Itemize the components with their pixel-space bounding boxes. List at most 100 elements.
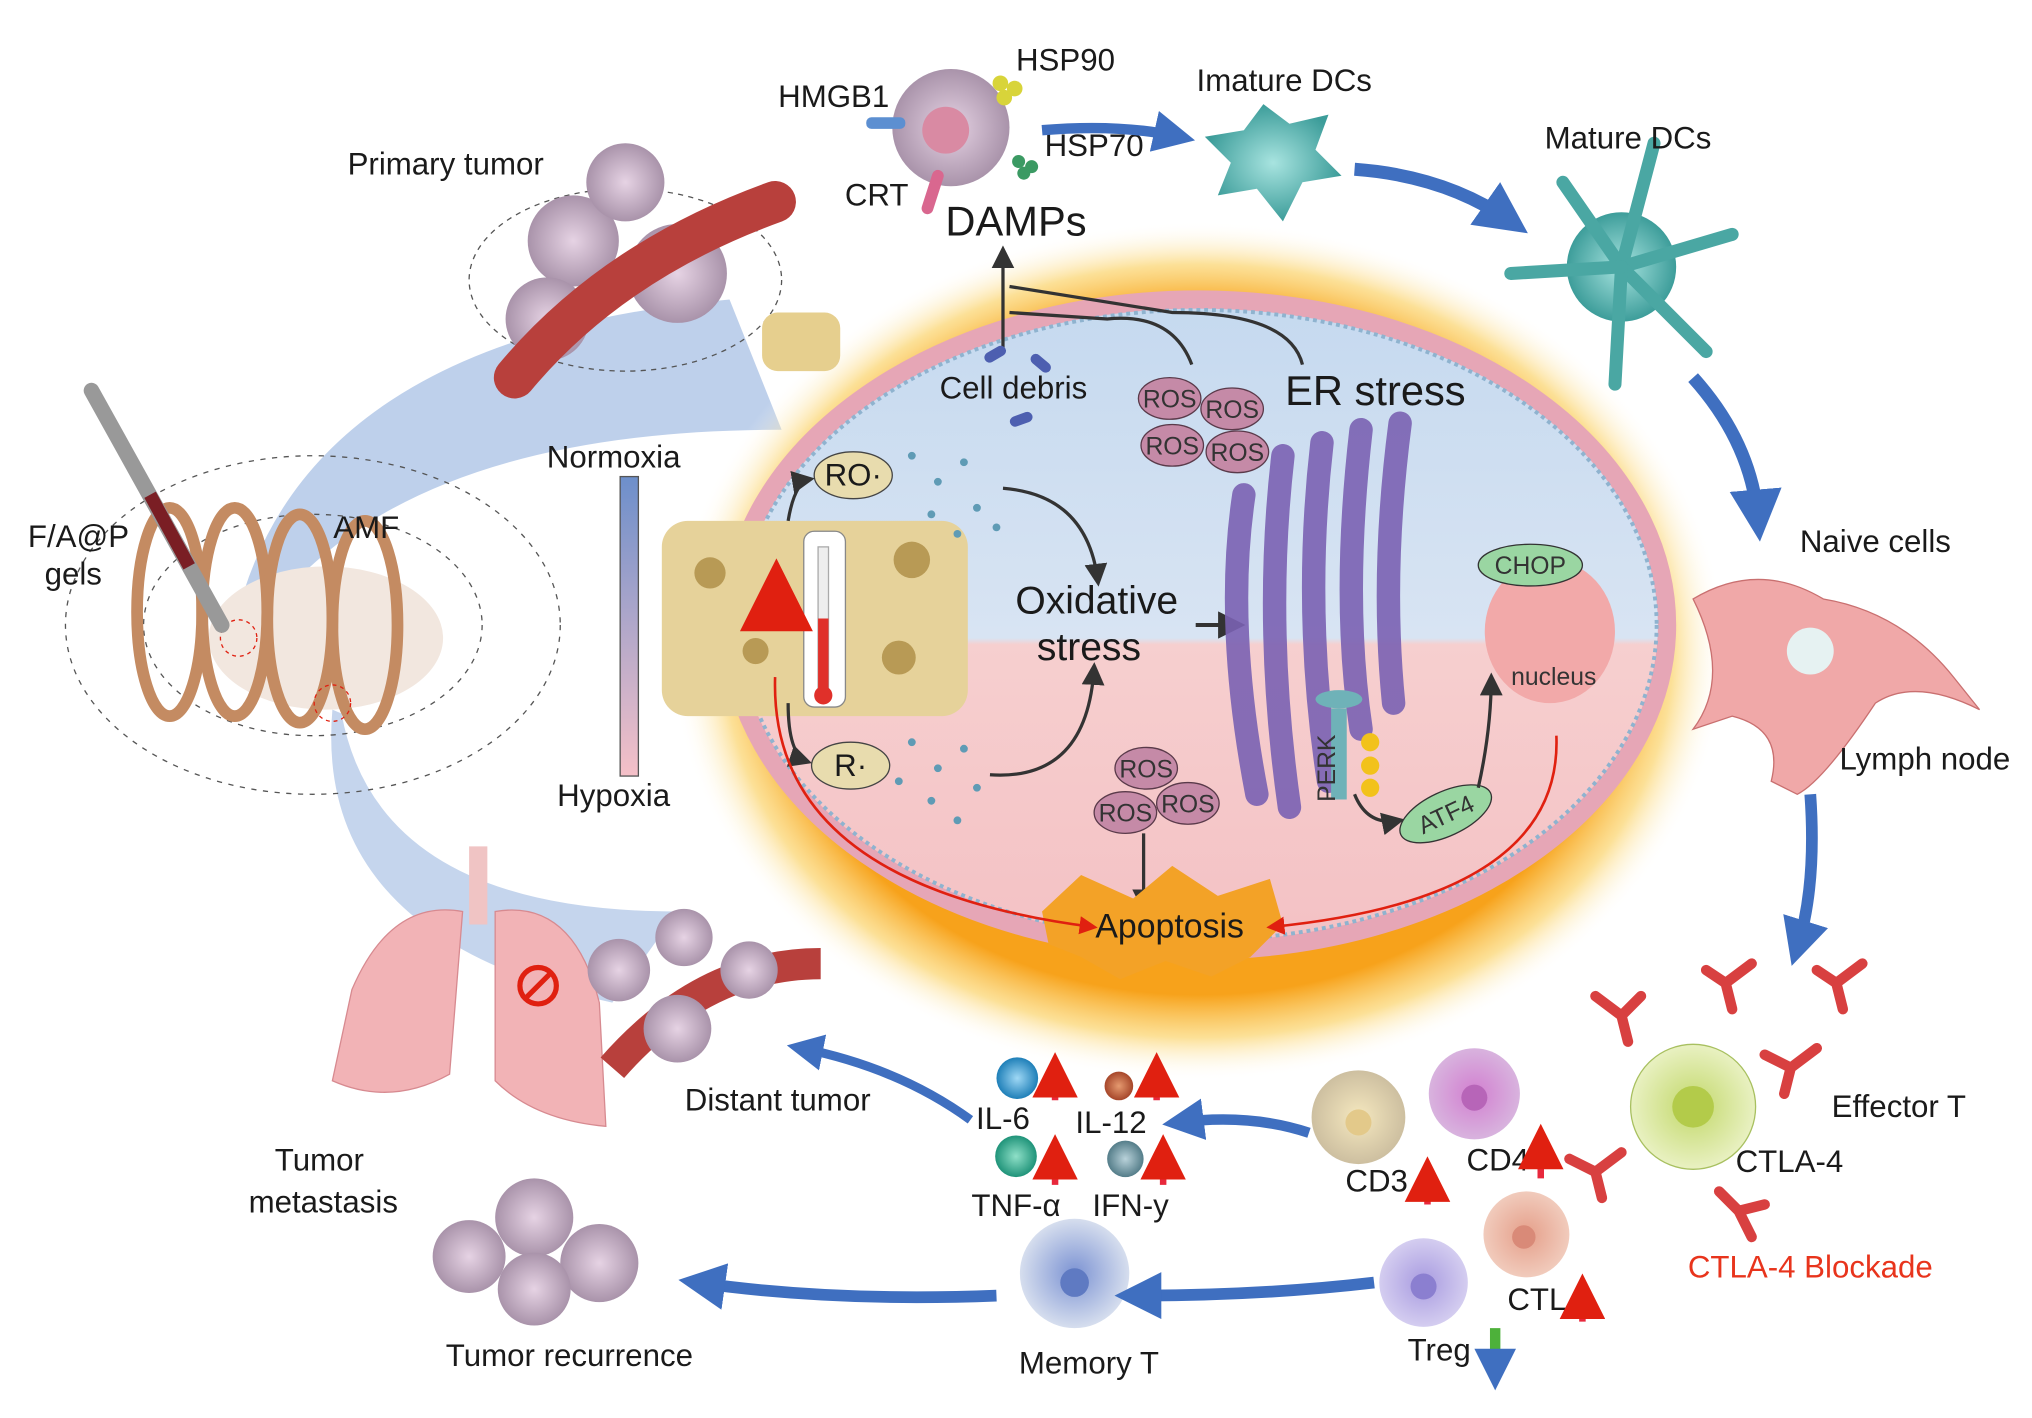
dc-arrow-1 — [1041, 110, 1196, 152]
memory-to-recurrence-arrow — [678, 1263, 997, 1310]
mature-dcs-label: Mature DCs — [1545, 120, 1712, 155]
thermometer-icon — [803, 530, 847, 708]
tnfa-sphere — [995, 1135, 1037, 1178]
ctla4-blockade-label: CTLA-4 Blockade — [1688, 1249, 1933, 1284]
apoptosis-burst — [1042, 865, 1283, 980]
ros-label: ROS — [1145, 433, 1199, 460]
cd3-label: CD3 — [1345, 1163, 1408, 1198]
cd4-cell — [1428, 1048, 1520, 1140]
ros-label: ROS — [1205, 397, 1259, 424]
ros-label: ROS — [1211, 440, 1265, 467]
atf4-badge — [1399, 784, 1493, 844]
treg-label: Treg — [1408, 1333, 1471, 1368]
gels-label: gels — [45, 557, 102, 592]
ctl-cell — [1483, 1191, 1570, 1278]
normoxia-label: Normoxia — [547, 439, 681, 474]
stress-label: stress — [1037, 626, 1141, 669]
tcells-to-cytokines-arrow — [1162, 1098, 1311, 1140]
ros-cluster-bottom: ROS ROS ROS — [1093, 746, 1220, 835]
ctla4-label: CTLA-4 — [1736, 1144, 1844, 1179]
ros-label: ROS — [1161, 792, 1215, 819]
treg-cell — [1379, 1238, 1468, 1327]
distant-tumor-label: Distant tumor — [685, 1083, 871, 1118]
distant-tumor-illustration — [587, 908, 821, 1079]
naive-cells-label: Naive cells — [1800, 524, 1951, 559]
lymph-node-label: Lymph node — [1839, 742, 2010, 777]
damps-label: DAMPs — [945, 198, 1086, 245]
r-to-oxidative-arrow — [989, 662, 1105, 777]
il12-label: IL-12 — [1075, 1105, 1146, 1140]
chop-badge — [1477, 543, 1584, 587]
zoom-cone-primary — [234, 299, 782, 632]
memory-t-label: Memory T — [1019, 1346, 1159, 1381]
oxidative-label: Oxidative — [1015, 579, 1178, 622]
ctla4-antibody-icons — [1564, 958, 1868, 1243]
ros-label: ROS — [1143, 387, 1197, 414]
tumor-recurrence-illustration — [432, 1178, 639, 1326]
ros-label: ROS — [1099, 801, 1153, 828]
dc-arrow-2 — [1354, 162, 1528, 234]
metastasis-label: metastasis — [249, 1184, 398, 1219]
apoptosis-label: Apoptosis — [1095, 908, 1244, 946]
er-stress-label: ER stress — [1285, 367, 1466, 414]
immature-dc-illustration — [1204, 104, 1342, 222]
ros-cluster-top: ROS ROS ROS ROS — [1137, 376, 1270, 474]
ros-label: ROS — [1119, 756, 1173, 783]
er-to-damps-line — [1009, 284, 1305, 366]
ro-to-oxidative-arrow — [1002, 486, 1108, 587]
prohibited-icon — [517, 964, 559, 1007]
syringe-icon — [83, 382, 230, 633]
nucleus — [1484, 559, 1615, 704]
primary-tumor-label: Primary tumor — [348, 146, 544, 181]
il6-label: IL-6 — [976, 1101, 1030, 1136]
increase-arrows — [1032, 1052, 1606, 1322]
cd3-cell — [1311, 1070, 1406, 1165]
perk-label: PERK — [1314, 734, 1341, 802]
scaffold-to-apoptosis-arrow — [773, 677, 1098, 935]
scaffold-to-ro-arrow — [786, 470, 815, 522]
lymph-node-illustration — [1691, 578, 1981, 796]
lungs-illustration — [331, 846, 607, 1128]
effector-t-cell — [1629, 1043, 1757, 1170]
tumor-label: Tumor — [275, 1143, 364, 1178]
atf4-to-nucleus-arrow — [1476, 672, 1503, 789]
amf-label: AMF — [333, 510, 399, 545]
chop-label: CHOP — [1495, 553, 1566, 580]
cytokines-to-distant-tumor-arrow — [786, 1034, 974, 1124]
cd4-label: CD4 — [1467, 1143, 1530, 1178]
hypoxia-label: Hypoxia — [557, 778, 671, 813]
hmgb1-label: HMGB1 — [778, 79, 889, 114]
hsp90-label: HSP90 — [1016, 42, 1115, 77]
memory-t-cell — [1019, 1218, 1130, 1329]
zoom-cone-metastasis — [331, 709, 678, 1003]
ifny-sphere — [1107, 1140, 1144, 1178]
cell-debris-label: Cell debris — [940, 370, 1088, 405]
fap-label: F/A@P — [28, 519, 129, 554]
oxygen-gradient-bar — [619, 475, 640, 777]
radical-particles — [894, 451, 1001, 825]
lymph-to-effector-arrow — [1783, 793, 1829, 966]
mouse-in-coil-illustration — [64, 455, 561, 795]
scaffold-to-r-arrow — [786, 703, 812, 767]
dc-arrow-3 — [1688, 373, 1782, 542]
perk-receptor — [1315, 690, 1380, 800]
r-radical-label: R· — [834, 748, 867, 783]
nucleus-label: nucleus — [1511, 664, 1596, 691]
ctl-label: CTL — [1507, 1282, 1566, 1317]
tnfa-label: TNF-α — [971, 1188, 1060, 1223]
treg-to-memory-arrow — [1114, 1272, 1375, 1320]
effector-t-label: Effector T — [1832, 1089, 1966, 1124]
cell-debris-illustration — [984, 345, 1051, 427]
ros-to-damps-line — [1009, 310, 1194, 366]
primary-tumor-illustration — [468, 143, 841, 399]
damps-cell — [866, 69, 1039, 215]
mature-dc-illustration — [1504, 136, 1739, 391]
hmgb1-molecule — [866, 117, 906, 129]
perk-to-atf4-arrow — [1353, 793, 1405, 836]
il6-sphere — [996, 1057, 1039, 1099]
nucleus-to-apoptosis-arrow — [1266, 735, 1558, 935]
il12-sphere — [1104, 1071, 1134, 1101]
crt-label: CRT — [845, 178, 909, 213]
imature-dcs-label: Imature DCs — [1197, 63, 1372, 98]
